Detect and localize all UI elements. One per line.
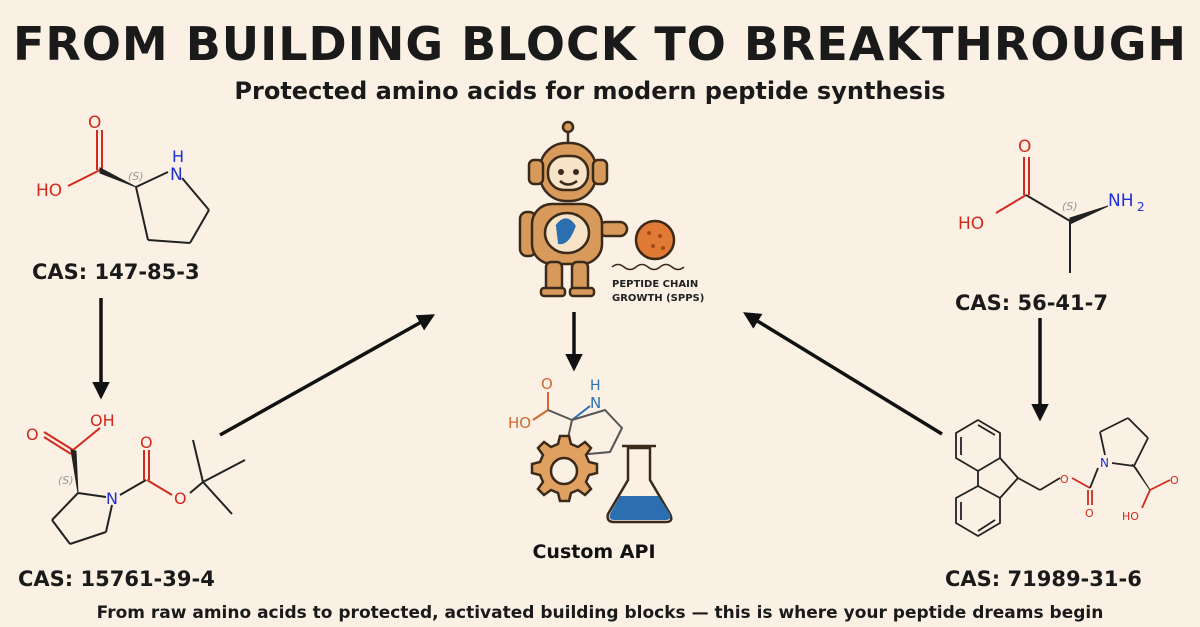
boc-proline-hydroxyl-label: OH <box>90 411 115 430</box>
alanine-amine-subscript: 2 <box>1137 200 1145 214</box>
fmoc-proline-oxygen-label-1: O <box>1060 473 1069 486</box>
proline-nitrogen-label: N <box>170 165 183 185</box>
fmoc-proline-cas-number: CAS: 71989-31-6 <box>945 567 1142 591</box>
page-subtitle: Protected amino acids for modern peptide… <box>234 77 946 105</box>
alanine-hydroxyl-label: HO <box>958 214 984 234</box>
arrow-fmoc-to-robot <box>743 312 943 436</box>
alanine-structure <box>995 157 1109 273</box>
api-hydroxyl-label: HO <box>508 414 531 432</box>
boc-proline-nitrogen-label: N <box>106 489 118 508</box>
api-h-label: H <box>590 378 601 394</box>
boc-proline-oxygen-label-3: O <box>174 489 187 508</box>
gear-icon <box>530 434 599 503</box>
proline-oxygen-label: O <box>88 113 101 133</box>
robot-illustration <box>518 120 685 298</box>
arrow-boc-to-robot <box>219 314 436 437</box>
fmoc-proline-hydroxyl-label: HO <box>1122 510 1139 523</box>
robot-label-line-1: PEPTIDE CHAIN <box>612 279 698 290</box>
footer-tagline: From raw amino acids to protected, activ… <box>96 603 1104 623</box>
proline-cas-number: CAS: 147-85-3 <box>32 260 200 284</box>
api-nitrogen-label: N <box>590 394 601 412</box>
boc-proline-oxygen-label-2: O <box>140 433 153 452</box>
page-title: FROM BUILDING BLOCK TO BREAKTHROUGH <box>12 17 1188 71</box>
alanine-cas-number: CAS: 56-41-7 <box>955 291 1108 315</box>
proline-structure <box>67 130 210 244</box>
fmoc-proline-oxygen-label-3: O <box>1170 474 1179 487</box>
api-label: Custom API <box>532 541 655 563</box>
proline-stereo-label: (S) <box>128 170 144 183</box>
proline-hydroxyl-label: HO <box>36 181 62 201</box>
boc-proline-oxygen-label-1: O <box>26 425 39 444</box>
boc-proline-cas-number: CAS: 15761-39-4 <box>18 567 215 591</box>
alanine-stereo-label: (S) <box>1062 200 1078 213</box>
proline-amine-h-label: H <box>172 147 184 166</box>
fmoc-proline-nitrogen-label: N <box>1100 456 1109 470</box>
alanine-amine-label: NH <box>1108 191 1134 211</box>
alanine-oxygen-label: O <box>1018 137 1031 157</box>
boc-proline-structure <box>43 427 246 545</box>
fmoc-proline-oxygen-label-2: O <box>1085 507 1094 520</box>
pathway-arrows <box>92 298 1049 437</box>
flask-icon <box>606 444 673 524</box>
api-oxygen-label: O <box>541 375 553 393</box>
boc-proline-stereo-label: (S) <box>58 474 74 487</box>
robot-label-line-2: GROWTH (SPPS) <box>612 293 704 304</box>
fmoc-proline-structure <box>955 417 1171 538</box>
